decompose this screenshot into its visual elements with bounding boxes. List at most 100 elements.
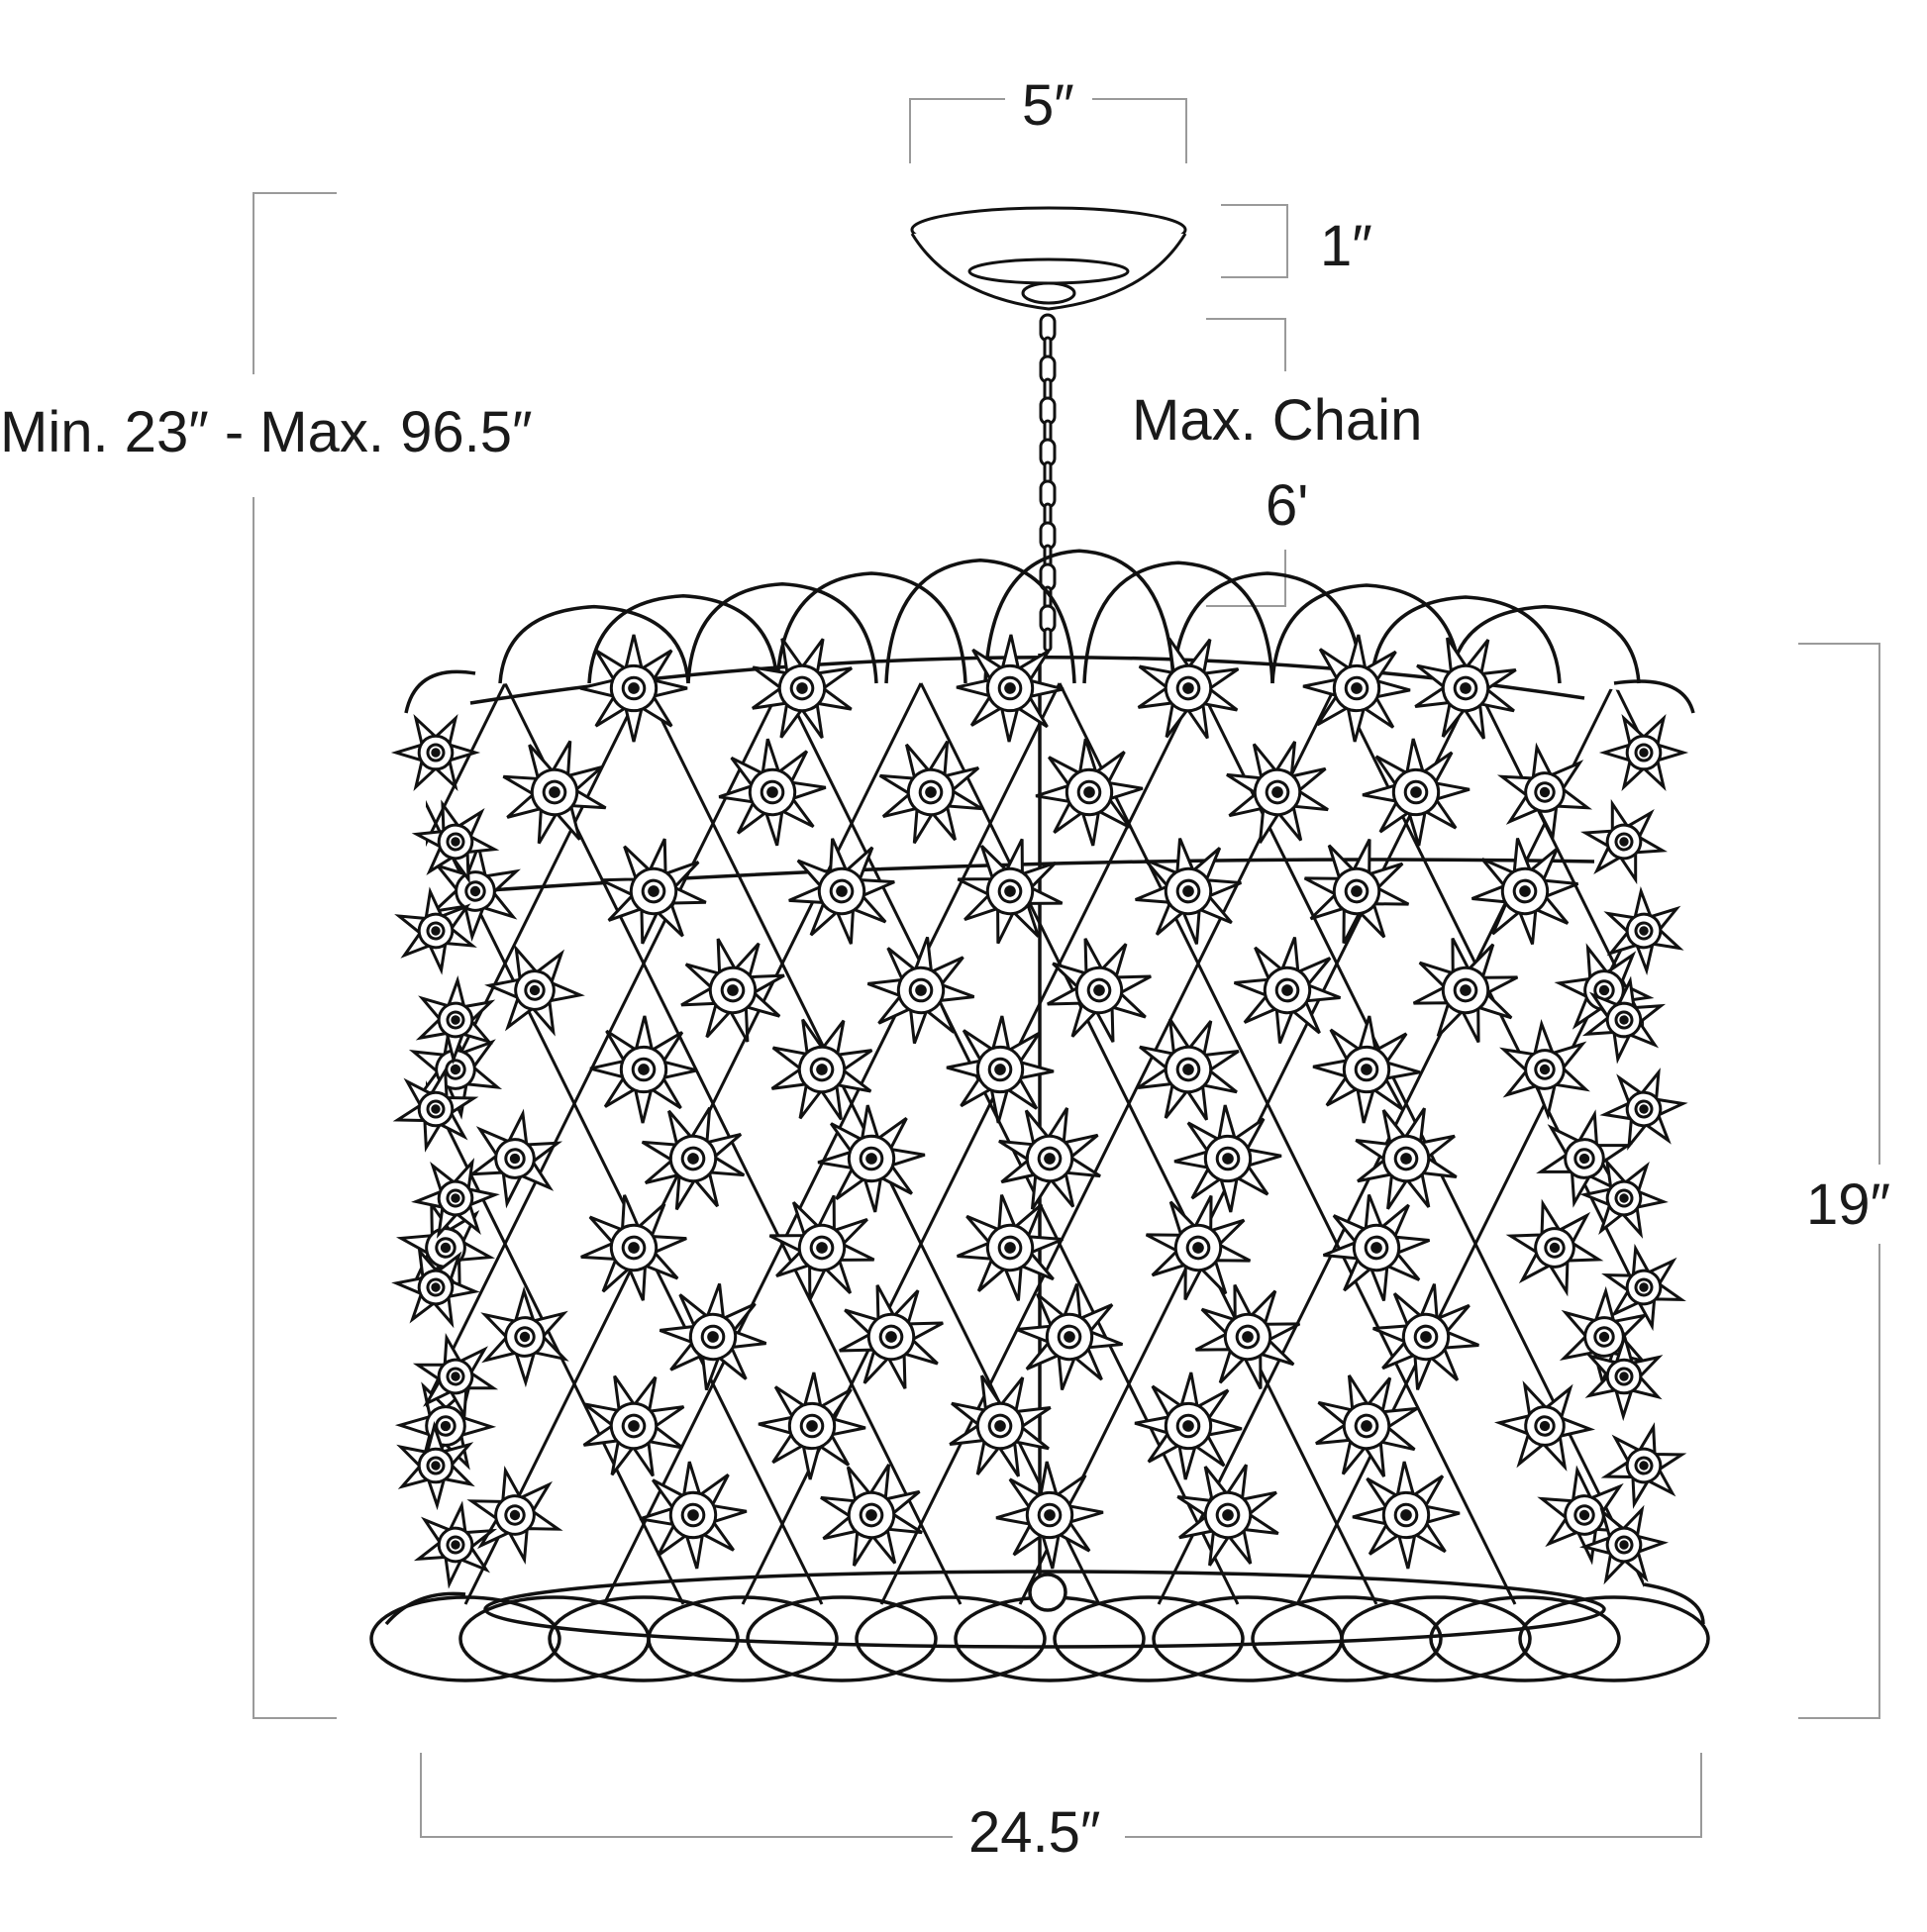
flower-center [1182,1420,1194,1432]
flower [1493,1380,1596,1472]
flower-petals [1135,838,1242,945]
flower-center [1064,1331,1075,1343]
flower-petals [484,944,585,1037]
flower [1137,637,1240,740]
flower-center [687,1153,699,1165]
flower-petals [1579,1158,1669,1239]
flower [589,1015,698,1124]
flower-petals [1498,1019,1591,1120]
bottom-loop [1053,1595,1245,1682]
flower [788,838,895,945]
flower-petals [1352,1461,1461,1570]
flower [1312,1015,1421,1124]
top-loop [404,669,476,714]
lattice-strut [426,682,685,1605]
flower-center [1639,926,1649,936]
flower [680,938,785,1043]
flower-petals [1302,634,1411,743]
shade-height-bracket [1798,643,1880,1719]
flower-center [648,885,659,897]
flower [579,634,688,743]
flower [1412,937,1519,1044]
shade-width-label: 24.5″ [968,1800,1101,1865]
flower-center [451,1540,460,1550]
flower-petals [390,713,481,792]
flower-center [1400,1509,1412,1521]
flower [998,1107,1101,1210]
flower-petals [1580,798,1668,885]
flower-center [707,1331,719,1343]
flower [1322,1193,1431,1302]
top-loop [775,571,967,684]
top-loop [1171,571,1364,684]
flower [1579,1158,1669,1239]
flower [752,638,853,739]
flower-center [865,1509,877,1521]
flower [1035,738,1144,847]
flower [394,886,477,975]
flower-center [509,1509,521,1521]
flower [396,1420,475,1511]
flower-center [766,786,778,798]
flower-center [1044,1153,1056,1165]
flower [1137,1018,1240,1121]
flower [502,740,607,845]
bottom-loop [1429,1595,1621,1682]
flower-petals [411,799,500,884]
flower-petals [1137,637,1240,740]
flower-petals [839,1284,944,1389]
flower [1173,1104,1282,1213]
shade-width-bracket [420,1753,1702,1838]
flower [768,1194,875,1301]
flower-petals [1414,637,1517,740]
flower-petals [1312,1015,1421,1124]
flower [394,1381,497,1471]
flower [1505,1198,1604,1297]
flower-petals [1176,1464,1279,1567]
flower [466,1466,563,1565]
flower-center [806,1420,818,1432]
shade-height-label: 19″ [1806,1172,1891,1237]
flower [1603,885,1684,976]
flower [413,1500,498,1589]
chain [1039,313,1057,653]
top-loop [1449,604,1641,684]
flower-center [451,1372,460,1381]
finial-bead [1028,1573,1067,1612]
flower-petals [1315,1374,1418,1477]
canopy-body [910,233,1187,311]
top-loop [983,549,1175,684]
flower [1226,741,1329,844]
flower-petals [718,738,827,847]
flower [1362,738,1471,847]
flower-center [1400,1153,1412,1165]
flower [957,1194,1064,1301]
flower-center [1083,786,1095,798]
flower-center [1539,786,1551,798]
flower-petals [580,1194,687,1301]
canopy-loop [1021,281,1076,305]
flower [1580,798,1668,885]
flower-petals [680,938,785,1043]
flower-center [1539,1420,1551,1432]
flower [1498,1019,1591,1120]
flower-petals [394,886,477,975]
canopy-height-label: 1″ [1320,214,1372,278]
flower-center [1619,1372,1629,1381]
flower-center [529,984,541,996]
canopy-width-label: 5″ [1022,73,1074,138]
flower [1496,742,1593,843]
flower [957,838,1064,945]
flower-petals [392,1066,479,1153]
flower-center [1182,682,1194,694]
flower-petals [466,1466,563,1565]
flower-center [1619,1015,1629,1025]
chain-title-label: Max. Chain [1132,388,1423,453]
flower-center [431,748,441,758]
flower-petals [1355,1107,1458,1210]
flower-center [1192,1242,1204,1254]
top-loop [686,582,878,684]
flower [411,1158,500,1239]
flower [817,1104,926,1213]
